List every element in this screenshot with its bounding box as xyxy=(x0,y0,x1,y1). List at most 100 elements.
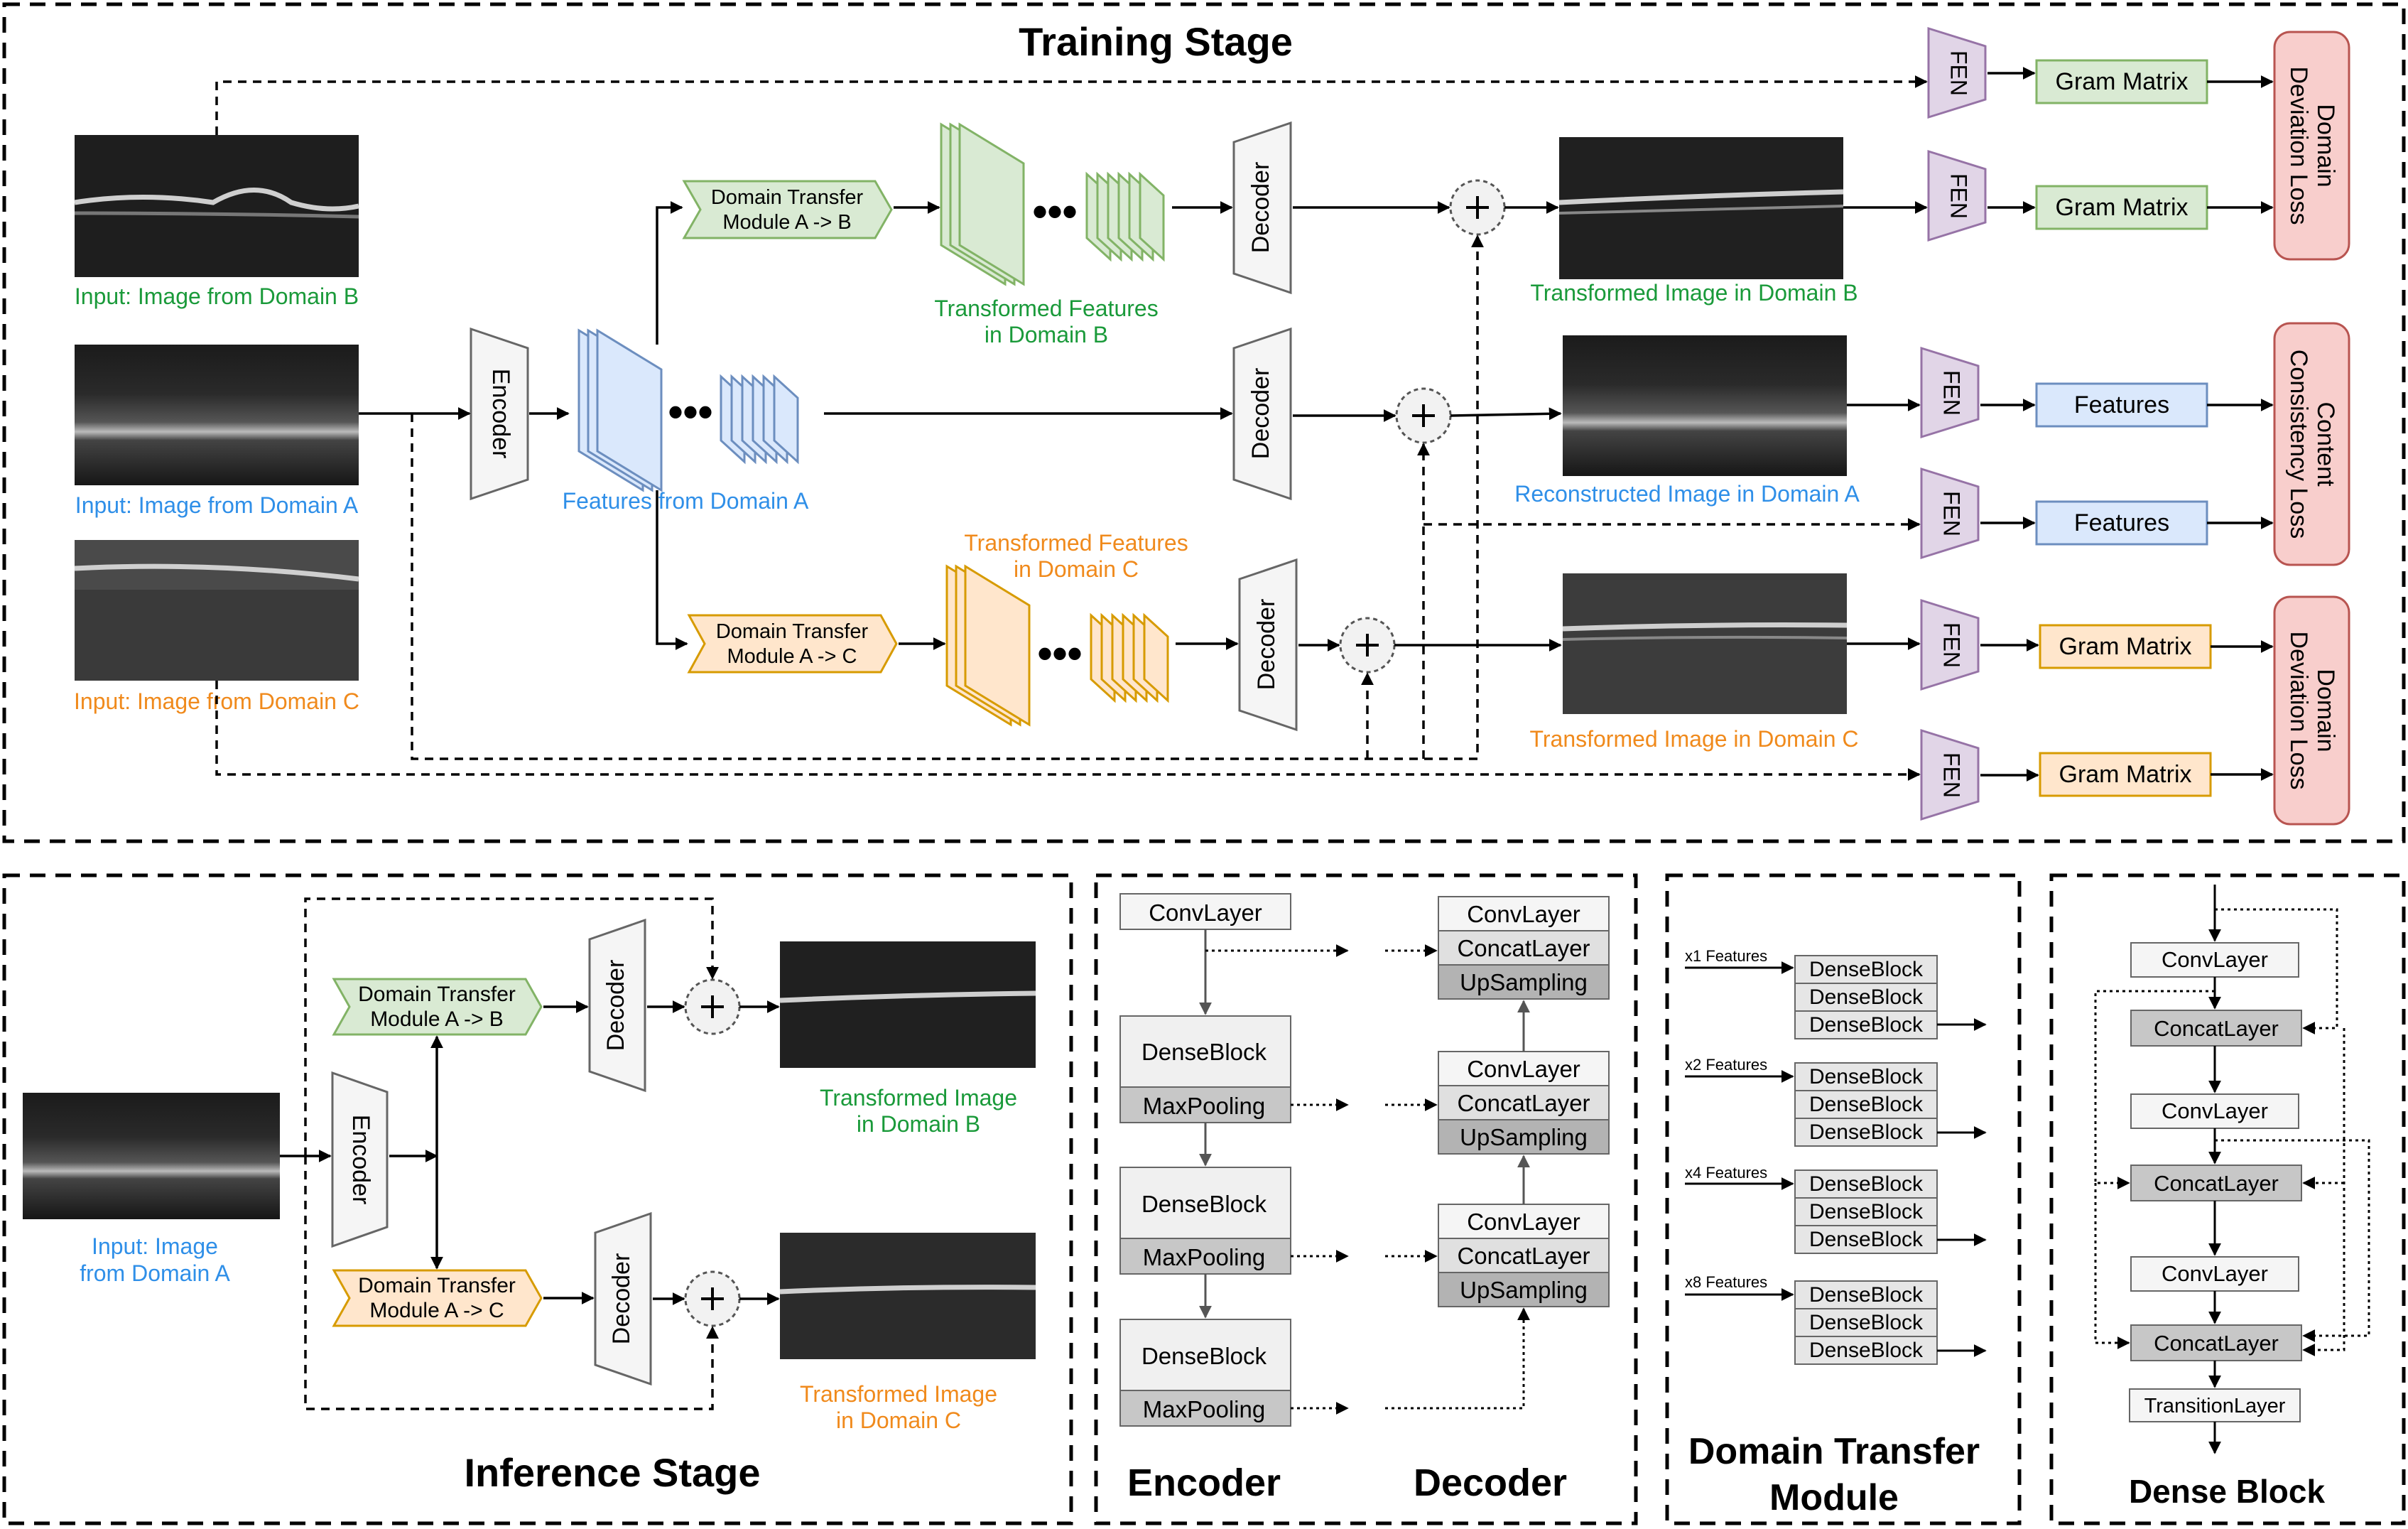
svg-text:Domain Transfer: Domain Transfer xyxy=(711,186,864,209)
dec-group-2: ConvLayer ConcatLayer UpSampling xyxy=(1438,1051,1610,1155)
svg-text:DenseBlock: DenseBlock xyxy=(1809,1120,1924,1144)
svg-text:Decoder: Decoder xyxy=(608,1253,635,1345)
svg-text:FEN: FEN xyxy=(1946,50,1972,96)
gram-box-b2: Gram Matrix xyxy=(2035,185,2208,230)
svg-text:ConcatLayer: ConcatLayer xyxy=(2154,1016,2279,1041)
svg-text:FEN: FEN xyxy=(1939,622,1965,668)
svg-text:Domain: Domain xyxy=(2312,669,2339,752)
svg-text:TransitionLayer: TransitionLayer xyxy=(2144,1395,2286,1417)
output-image-b xyxy=(1558,137,1844,279)
denseblock-panel xyxy=(2049,873,2406,1525)
inf-out-b-label-2: in Domain B xyxy=(857,1111,980,1137)
svg-text:Deviation Loss: Deviation Loss xyxy=(2285,66,2312,225)
input-b-label: Input: Image from Domain B xyxy=(75,283,359,309)
input-image-a xyxy=(75,345,359,485)
svg-text:ConcatLayer: ConcatLayer xyxy=(2154,1331,2279,1356)
svg-text:ConcatLayer: ConcatLayer xyxy=(1457,935,1590,961)
inf-input-image xyxy=(23,1093,280,1219)
dtm-title-2: Module xyxy=(1769,1477,1899,1518)
dtm-stack-4: DenseBlock DenseBlock DenseBlock xyxy=(1794,1280,1938,1365)
feature-stack-a xyxy=(577,328,799,492)
svg-text:Decoder: Decoder xyxy=(1247,162,1274,254)
svg-text:FEN: FEN xyxy=(1946,173,1972,219)
denseblock-title: Dense Block xyxy=(2129,1473,2326,1510)
dtm-x8-label: x8 Features xyxy=(1685,1273,1767,1291)
dtm-x2-label: x2 Features xyxy=(1685,1056,1767,1074)
db-transition: TransitionLayer xyxy=(2129,1388,2301,1422)
svg-text:DenseBlock: DenseBlock xyxy=(1809,1311,1924,1334)
inf-out-b-label-1: Transformed Image xyxy=(820,1085,1017,1111)
inf-plus-nodes xyxy=(684,978,741,1327)
gram-box-c1: Gram Matrix xyxy=(2039,624,2212,669)
svg-text:Domain: Domain xyxy=(2312,104,2339,187)
svg-text:Features: Features xyxy=(2074,509,2169,536)
svg-text:ConcatLayer: ConcatLayer xyxy=(1457,1090,1590,1116)
db-concat-1: ConcatLayer xyxy=(2130,1010,2302,1047)
encoder-block: Encoder xyxy=(470,327,529,501)
enc-conv: ConvLayer xyxy=(1119,893,1291,930)
svg-text:FEN: FEN xyxy=(1939,752,1965,798)
svg-text:MaxPooling: MaxPooling xyxy=(1143,1396,1265,1422)
inf-plus-signs xyxy=(701,995,724,1310)
inference-title: Inference Stage xyxy=(464,1450,760,1495)
db-conv-1: ConvLayer xyxy=(2130,942,2299,978)
dots-a: ••• xyxy=(668,388,712,436)
inference-panel xyxy=(2,873,1073,1525)
inference-dashed-arrows xyxy=(304,897,719,1410)
svg-text:Gram Matrix: Gram Matrix xyxy=(2056,194,2189,221)
encdec-panel xyxy=(1094,873,1638,1525)
encdec-solid-arrows xyxy=(1199,929,1530,1319)
svg-text:ConvLayer: ConvLayer xyxy=(2162,1261,2268,1286)
svg-text:Decoder: Decoder xyxy=(1253,599,1280,691)
dec-group-1: ConvLayer ConcatLayer UpSampling xyxy=(1438,896,1610,1000)
db-concat-3: ConcatLayer xyxy=(2130,1324,2302,1361)
svg-text:Deviation Loss: Deviation Loss xyxy=(2285,631,2312,789)
svg-text:DenseBlock: DenseBlock xyxy=(1809,958,1924,981)
tf-c-label-1: Transformed Features xyxy=(964,530,1188,556)
svg-text:Decoder: Decoder xyxy=(602,960,629,1052)
training-dashed-arrows xyxy=(215,75,1928,781)
encoder-title: Encoder xyxy=(1127,1462,1281,1504)
svg-text:Module A -> C: Module A -> C xyxy=(369,1299,504,1322)
fen-labels: FEN FEN FEN FEN FEN FEN xyxy=(1939,50,1972,798)
inf-decoder-c: Decoder xyxy=(594,1211,652,1386)
output-image-a xyxy=(1563,335,1847,476)
svg-text:DenseBlock: DenseBlock xyxy=(1809,1339,1924,1362)
input-a-label: Input: Image from Domain A xyxy=(75,492,359,518)
svg-text:FEN: FEN xyxy=(1939,370,1965,416)
dtm-panel xyxy=(1665,873,2022,1525)
svg-text:ConvLayer: ConvLayer xyxy=(1467,1056,1580,1082)
decoder-b: Decoder xyxy=(1232,121,1292,295)
dtm-ac-block: Domain Transfer Module A -> C xyxy=(687,614,898,674)
dtm-stack-3: DenseBlock DenseBlock DenseBlock xyxy=(1794,1169,1938,1254)
svg-text:DenseBlock: DenseBlock xyxy=(1809,1013,1924,1037)
out-b-label: Transformed Image in Domain B xyxy=(1530,280,1857,306)
decoder-title: Decoder xyxy=(1414,1462,1567,1504)
svg-text:Module A -> C: Module A -> C xyxy=(727,645,857,668)
svg-text:ConcatLayer: ConcatLayer xyxy=(1457,1243,1590,1269)
svg-text:ConvLayer: ConvLayer xyxy=(2162,1098,2268,1123)
svg-text:ConvLayer: ConvLayer xyxy=(1467,1209,1580,1235)
svg-text:ConvLayer: ConvLayer xyxy=(2162,947,2268,972)
features-box-2: Features xyxy=(2035,500,2208,546)
inf-output-c xyxy=(779,1233,1036,1359)
dots-c: ••• xyxy=(1037,630,1082,677)
fen-blocks xyxy=(1920,26,1987,821)
dtm-x1-label: x1 Features xyxy=(1685,947,1767,965)
decoder-a: Decoder xyxy=(1232,327,1292,501)
svg-text:Domain Transfer: Domain Transfer xyxy=(358,1274,516,1297)
svg-text:Content: Content xyxy=(2312,401,2339,487)
dtm-stack-1: DenseBlock DenseBlock DenseBlock xyxy=(1794,955,1938,1039)
svg-text:DenseBlock: DenseBlock xyxy=(1809,1283,1924,1307)
dtm-arrows xyxy=(1685,961,1987,1357)
tf-b-label-2: in Domain B xyxy=(985,322,1108,347)
features-box-1: Features xyxy=(2035,382,2208,428)
feature-stack-b xyxy=(940,122,1165,286)
db-conv-3: ConvLayer xyxy=(2130,1256,2299,1292)
enc-dense-1: DenseBlock MaxPooling xyxy=(1119,1015,1291,1123)
inf-dtm-ab: Domain Transfer Module A -> B xyxy=(332,978,543,1036)
gram-box-c2: Gram Matrix xyxy=(2039,752,2212,797)
svg-text:Features: Features xyxy=(2074,391,2169,418)
inf-dtm-ac: Domain Transfer Module A -> C xyxy=(332,1269,543,1327)
